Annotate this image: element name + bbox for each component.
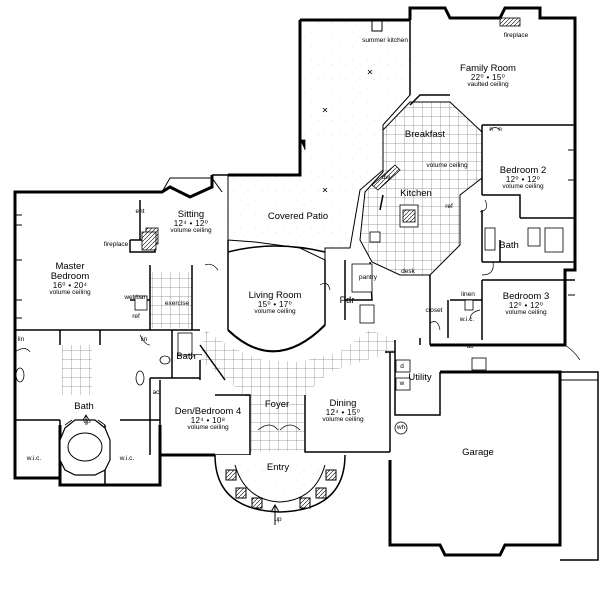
living-room-top-wall	[227, 245, 326, 253]
bedroom2-label: Bedroom 2 12⁰ • 12⁰ volume ceiling	[499, 165, 547, 191]
wh-label: wh	[396, 424, 406, 431]
fixtures	[15, 164, 564, 435]
sitting-bay-window	[161, 177, 223, 193]
exercise-tile	[150, 272, 192, 328]
d-label: d	[400, 363, 404, 370]
pantry-label: pantry	[358, 274, 378, 281]
utility-label: Utility	[408, 372, 432, 383]
up-bath-label: up	[83, 418, 91, 425]
door-swings	[14, 127, 581, 431]
desk-label: desk	[401, 268, 415, 275]
ac-den-label: ac	[152, 389, 160, 396]
master-tub	[59, 419, 111, 476]
dining-label: Dining 12⁴ • 15⁰ volume ceiling	[322, 398, 364, 424]
sitting-label: Sitting 12⁴ • 12⁰ volume ceiling	[170, 209, 212, 235]
covered-patio-label: Covered Patio	[267, 211, 329, 222]
lin-mid-label: lin	[140, 336, 148, 343]
n-bed2-label: n	[498, 126, 502, 133]
ent-label: ent	[135, 208, 145, 215]
ac-right-label: ac	[466, 343, 474, 350]
pdr-label: Pdr	[339, 295, 355, 306]
exterior-walls	[13, 6, 577, 557]
breakfast-label: Breakfast	[404, 129, 446, 140]
interior-walls	[15, 20, 575, 485]
wet-bar-label: wet bar	[124, 294, 146, 301]
covered-patio-floor	[227, 19, 411, 261]
fireplace-top-label: fireplace	[503, 32, 529, 39]
kitchen-label: Kitchen	[400, 188, 432, 199]
master-bath-label: Bath	[74, 401, 94, 412]
den-label: Den/Bedroom 4 12⁴ • 10⁸ volume ceiling	[174, 406, 242, 432]
fireplace-master-label: fireplace	[103, 241, 129, 248]
wic-left-label: w.i.c.	[26, 455, 42, 462]
n-family-label: n	[489, 126, 493, 133]
wic-mid-label: w.i.c.	[119, 455, 135, 462]
bath-up-arrow	[82, 414, 90, 425]
linen-label: linen	[461, 291, 475, 298]
center-bath-label: Bath	[176, 351, 196, 362]
foyer-center-tile	[255, 380, 305, 415]
living-room-curved-wall	[227, 324, 326, 353]
lin-left-label: lin	[17, 336, 25, 343]
fireplace-family	[499, 17, 521, 27]
closet-label: closet	[425, 307, 443, 314]
family-room-label: Family Room 22⁰ • 15⁰ vaulted ceiling	[460, 63, 516, 89]
ref-master-label: ref	[132, 313, 140, 320]
ref-kitchen-label: ref	[445, 203, 453, 210]
entry-bay	[214, 454, 346, 525]
exercise-label: exercise	[164, 300, 190, 307]
w-label: w	[399, 380, 405, 387]
master-bath-tile	[62, 345, 92, 395]
garage-right-door	[560, 371, 599, 561]
summer-kitchen-label: summer kitchen	[362, 37, 408, 44]
master-bedroom-label: Master Bedroom 16⁰ • 20⁴ volume ceiling	[49, 261, 91, 297]
wic-bed3-label: w.i.c.	[459, 316, 475, 323]
windows	[15, 17, 575, 319]
patio-marks	[300, 69, 373, 193]
bedroom3-label: Bedroom 3 12⁰ • 12⁰ volume ceiling	[502, 291, 550, 317]
breakfast-note: volume ceiling	[426, 162, 468, 169]
right-bath-label: Bath	[499, 240, 519, 251]
up-entry-label: up	[274, 516, 282, 523]
dw-label: dw	[381, 174, 391, 181]
fireplace-master	[141, 231, 157, 251]
living-room-label: Living Room 15⁰ • 17⁰ volume ceiling	[248, 290, 302, 316]
den-angled-wall	[199, 344, 226, 381]
garage-label: Garage	[462, 447, 494, 458]
foyer-label: Foyer	[264, 399, 290, 410]
entry-label: Entry	[266, 462, 290, 473]
